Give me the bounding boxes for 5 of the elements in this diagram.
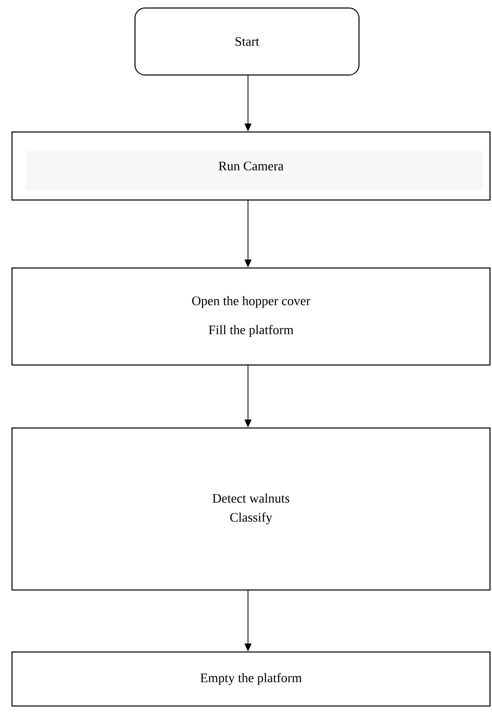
process-box: Empty the platform	[12, 652, 490, 706]
process-box: Open the hopper cover Fill the platform	[12, 268, 490, 366]
process-box: Run Camera	[12, 132, 490, 200]
process-box: Detect walnuts Classify	[12, 428, 490, 590]
start-terminal: Start	[134, 8, 360, 76]
